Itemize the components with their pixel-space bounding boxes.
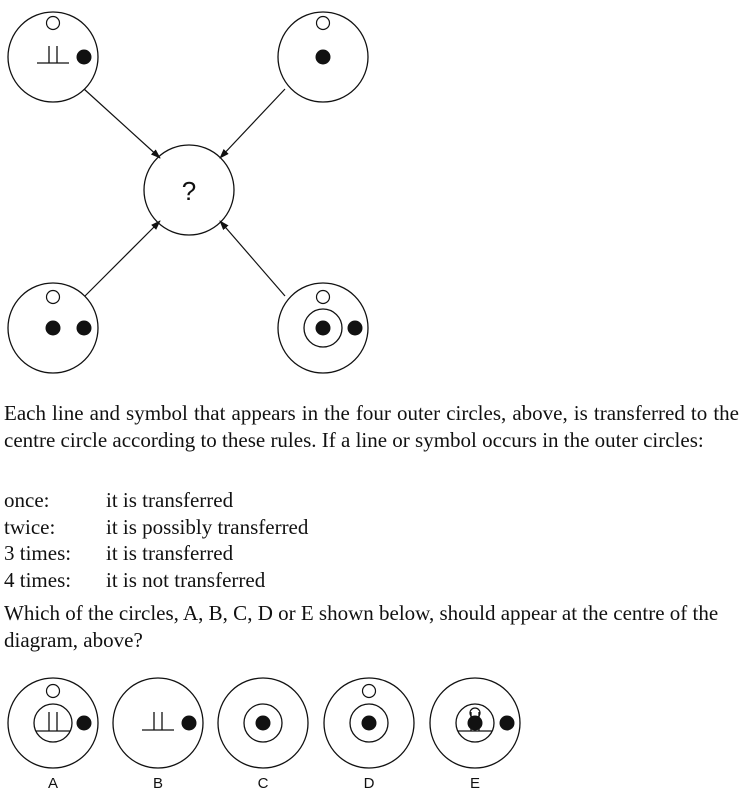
black-dot <box>467 715 483 731</box>
option-d[interactable]: D <box>323 677 415 792</box>
outer-circle-bottom-right <box>277 282 369 374</box>
option-b-label: B <box>153 775 163 792</box>
t-symbol <box>142 712 174 731</box>
black-dot <box>181 715 197 731</box>
arrow-bottom-left <box>84 220 161 297</box>
inner-ring <box>33 703 73 743</box>
center-question-mark: ? <box>182 176 196 206</box>
center-circle: ? <box>143 144 235 236</box>
black-dot <box>76 49 92 65</box>
rule-value: it is transferred <box>106 488 234 512</box>
black-dot <box>315 49 331 65</box>
outer-circle-top-right <box>277 11 369 103</box>
arrows <box>83 88 286 297</box>
inner-ring <box>455 703 495 743</box>
black-dot <box>76 715 92 731</box>
rule-key: 4 times: <box>4 567 72 592</box>
rule-key: once: <box>4 488 50 512</box>
rule-row: twice: it is possibly transferred <box>4 514 308 541</box>
rules-list: once: it is transferred twice: it is pos… <box>4 487 308 593</box>
black-dot <box>361 715 377 731</box>
rule-key: twice: <box>4 514 56 539</box>
option-a[interactable]: A <box>7 677 99 792</box>
small-open-circle <box>45 683 61 699</box>
outer-circle-bottom-left <box>7 282 99 374</box>
small-open-circle <box>315 15 331 31</box>
option-a-label: A <box>48 775 58 792</box>
rule-value: it is transferred <box>106 541 234 565</box>
t-symbol <box>36 712 70 732</box>
option-d-label: D <box>364 775 375 792</box>
option-e-label: E <box>470 775 480 792</box>
small-open-circle <box>361 683 377 699</box>
question-text: Which of the circles, A, B, C, D or E sh… <box>4 601 719 652</box>
small-open-circle <box>315 289 331 305</box>
inner-ring <box>349 703 389 743</box>
arrow-top-right <box>219 88 286 159</box>
rule-row: once: it is transferred <box>4 487 308 514</box>
outer-circle-top-left <box>7 11 99 103</box>
rule-value: it is possibly transferred <box>106 514 309 539</box>
small-open-circle <box>45 15 61 31</box>
t-symbol <box>37 46 69 64</box>
rule-row: 4 times: it is not transferred <box>4 567 308 594</box>
inner-ring <box>243 703 283 743</box>
rule-value: it is not transferred <box>106 567 266 592</box>
arrow-bottom-right <box>219 220 286 297</box>
black-dot <box>347 320 363 336</box>
intro-paragraph: Each line and symbol that appears in the… <box>4 401 739 452</box>
rule-row: 3 times: it is transferred <box>4 540 308 567</box>
black-dot <box>76 320 92 336</box>
option-c[interactable]: C <box>217 677 309 792</box>
option-e[interactable]: E <box>429 677 521 792</box>
black-dot <box>255 715 271 731</box>
black-dot <box>499 715 515 731</box>
inner-ring <box>303 308 343 348</box>
rule-key: 3 times: <box>4 541 72 565</box>
option-b[interactable]: B <box>112 677 204 792</box>
black-dot <box>45 320 61 336</box>
small-open-circle <box>45 289 61 305</box>
arrow-top-left <box>83 88 161 159</box>
black-dot <box>315 320 331 336</box>
option-c-label: C <box>258 775 269 792</box>
